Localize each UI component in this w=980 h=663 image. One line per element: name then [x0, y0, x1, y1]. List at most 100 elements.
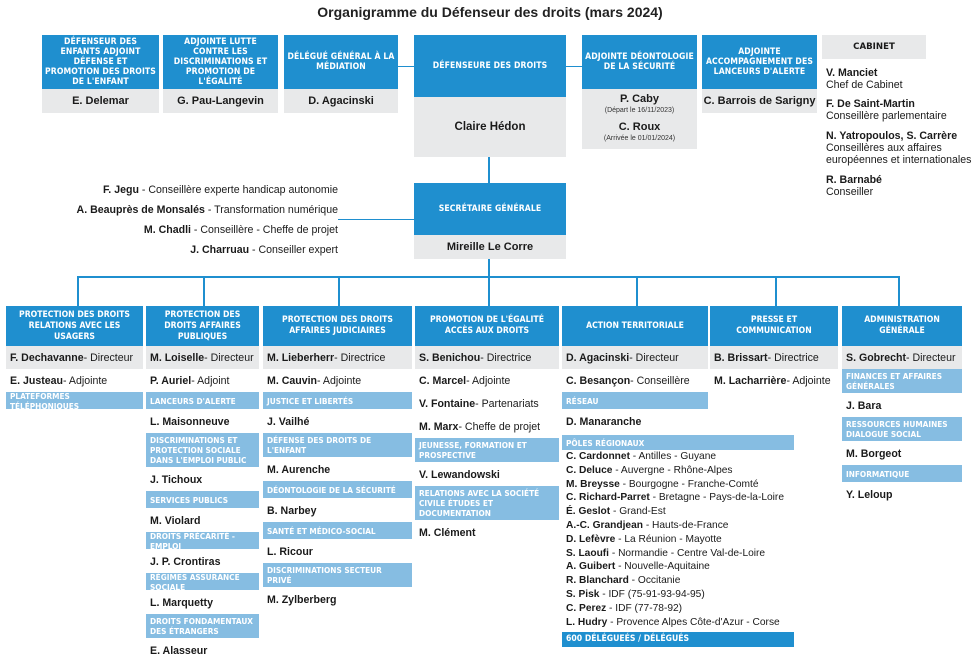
region-area: - Normandie - Centre Val-de-Loire [609, 547, 766, 559]
connector-top-horizontal [398, 66, 418, 67]
connector-col-1 [77, 276, 79, 306]
person-2-1: M. Cauvin - Adjointe [263, 369, 412, 392]
advisor-2: M. Chadli - Conseillère - Cheffe de proj… [143, 224, 338, 236]
column-header-3: Promotion de l'égalité accès aux droits [415, 306, 559, 346]
region-area: - Hauts-de-France [642, 520, 729, 531]
section-label-6-3: Ressources humaines dialogue social [842, 417, 962, 441]
person-2-5: M. Aurenche [263, 458, 412, 481]
region-area: - Bretagne - Pays-de-la-Loire [649, 492, 784, 504]
person-role: - Adjointe [63, 374, 108, 387]
advisor-3: J. Charruau - Conseiller expert [190, 244, 338, 256]
section-label-2-2: Justice et libertés [263, 392, 412, 409]
person-role: - Directrice [334, 351, 386, 364]
person-name: Y. Leloup [846, 488, 893, 501]
section-label-2-10: Discriminations secteur privé [263, 563, 412, 587]
person-6-2: J. Bara [842, 394, 962, 417]
person-name: V. Fontaine [419, 397, 476, 410]
delegates-bar: 600 délégueés / délégués [562, 632, 794, 648]
connector-col-4 [488, 276, 490, 306]
person-name: D. Agacinski [566, 351, 630, 364]
sg-name: Mireille Le Corre [414, 235, 566, 259]
person-role: - Directeur [83, 351, 134, 364]
person-1-5: J. Tichoux [146, 468, 259, 491]
person-name: M. Marx [419, 420, 459, 433]
section-label-2-4: Défense des droits de l'enfant [263, 433, 412, 457]
section-label-4-2: Réseau [562, 392, 708, 409]
section-label-2-6: Déontologie de la sécurité [263, 481, 412, 498]
section-label-1-2: Lanceurs d'alerte [146, 392, 259, 409]
region-person: A. Guibert [566, 561, 616, 573]
person-name: M. Lacharrière [714, 374, 787, 387]
person-name: L. Ricour [267, 545, 313, 558]
person-3-3: M. Marx - Cheffe de projet [415, 415, 559, 438]
person-4-1: C. Besançon - Conseillère [562, 369, 708, 392]
column-header-2: Protection des droits affaires judiciair… [263, 306, 412, 346]
region-person: C. Cardonnet [566, 451, 630, 462]
section-label-3-4: Jeunesse, formation et prospective [415, 438, 559, 462]
person-0-1: E. Justeau - Adjointe [6, 369, 143, 392]
column-header-6: Administration générale [842, 306, 962, 346]
region-9: R. Blanchard - Occitanie [566, 575, 680, 586]
person-5-0: B. Brissart - Directrice [710, 346, 838, 369]
region-7: S. Laoufi - Normandie - Centre Val-de-Lo… [566, 548, 765, 559]
person-3-7: M. Clément [415, 521, 559, 544]
top-box-0-name: E. Delemar [42, 89, 159, 113]
defenseure-name: Claire Hédon [414, 97, 566, 157]
advisor-0: F. Jegu - Conseillère experte handicap a… [103, 184, 338, 196]
person-name: M. Clément [419, 526, 476, 539]
person-name: D. Manaranche [566, 415, 642, 428]
top-box-5-header: Adjointe accompagnement des lanceurs d'a… [702, 35, 817, 89]
person-name: C. Besançon [566, 374, 631, 387]
person-name: M. Violard [150, 514, 201, 527]
person-name: C. Marcel [419, 374, 467, 387]
connector-col-2 [203, 276, 205, 306]
region-person: A.-C. Grandjean [566, 520, 643, 531]
sg-header: Secrétaire générale [414, 183, 566, 235]
section-label-1-8: Droits précarité - emploi [146, 531, 259, 551]
top-box-2-name: D. Agacinski [284, 89, 398, 113]
section-label-1-12: Droits fondamentaux des étrangers [146, 614, 259, 638]
cabinet-header: Cabinet [822, 35, 926, 59]
region-5: A.-C. Grandjean - Hauts-de-France [566, 520, 728, 531]
person-role: - Directeur [204, 351, 254, 364]
person-name: J. Vailhé [267, 415, 310, 428]
person-name: M. Borgeot [846, 447, 902, 460]
column-header-0: Protection des droits relations avec les… [6, 306, 143, 346]
person-role: - Directeur [906, 351, 956, 364]
person-role: - Adjointe [786, 374, 831, 387]
person-name: M. Loiselle [150, 351, 205, 364]
person-3-0: S. Benichou - Directrice [415, 346, 559, 369]
advisor-1: A. Beauprès de Monsalés - Transformation… [76, 204, 338, 216]
person-name: J. Bara [846, 399, 882, 412]
top-box-4-header: Adjointe déontologie de la sécurité [582, 35, 697, 89]
person-name: V. Lewandowski [419, 468, 500, 481]
region-area: - Nouvelle-Aquitaine [615, 561, 710, 573]
person-1-1: P. Auriel - Adjoint [146, 369, 259, 392]
region-6: D. Lefèvre - La Réunion - Mayotte [566, 534, 722, 545]
region-2: M. Breysse - Bourgogne - Franche-Comté [566, 479, 759, 490]
region-person: L. Hudry [566, 616, 608, 628]
region-person: É. Geslot [566, 506, 611, 518]
person-name: J. Tichoux [150, 473, 203, 486]
top-box-1-name: G. Pau-Langevin [163, 89, 278, 113]
person-role: - Adjointe [317, 374, 362, 387]
person-name: M. Zylberberg [267, 593, 337, 606]
connector-sg-down [488, 259, 490, 276]
region-area: - IDF (77-78-92) [606, 602, 683, 614]
region-10: S. Pisk - IDF (75-91-93-94-95) [566, 589, 705, 600]
person-role: - Directrice [480, 351, 532, 364]
person-6-4: M. Borgeot [842, 442, 962, 465]
connector-advisors [338, 219, 414, 220]
column-header-5: Presse et communication [710, 306, 838, 346]
region-area: - Occitanie [628, 575, 681, 587]
section-label-2-8: Santé et médico-social [263, 522, 412, 539]
region-11: C. Perez - IDF (77-78-92) [566, 603, 682, 614]
region-1: C. Deluce - Auvergne - Rhône-Alpes [566, 465, 733, 476]
person-3-5: V. Lewandowski [415, 463, 559, 486]
region-0: C. Cardonnet - Antilles - Guyane [566, 451, 716, 462]
region-person: S. Laoufi [566, 547, 610, 559]
region-area: - Auvergne - Rhône-Alpes [612, 464, 733, 476]
person-name: S. Gobrecht [846, 351, 907, 364]
